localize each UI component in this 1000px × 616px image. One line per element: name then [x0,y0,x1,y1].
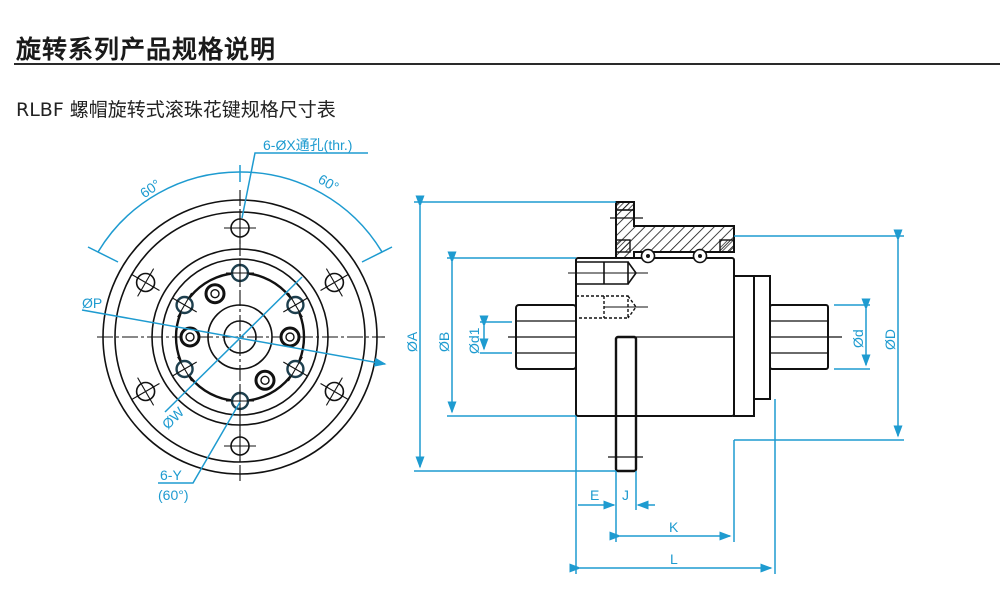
tapped-hole [279,326,301,348]
page-subtitle: RLBF 螺帽旋转式滚珠花键规格尺寸表 [16,99,336,121]
flange-lower [614,335,638,473]
tapped-holes [179,283,301,391]
dim-k-label: K [669,519,679,535]
front-view-dimensions [81,152,393,484]
tapped-hole [204,283,226,305]
angle-tick-right [361,246,393,263]
front-view [97,190,385,482]
tap-leader [158,401,241,484]
right-step [733,275,755,417]
dim-j-label: J [622,487,629,503]
dia-b-label: ØB [436,332,452,352]
flange-through-holes [131,212,349,462]
angle-arc-left [97,171,241,253]
dia-p-label: ØP [82,295,102,311]
dim-e-label: E [590,487,599,503]
mounting-holes [172,259,308,415]
dia-D-label: ØD [882,329,898,350]
side-view [508,201,842,473]
dim-l-label: L [670,551,678,567]
tap-angle-label: (60°) [158,487,189,503]
angle-tick-left [87,246,119,263]
tapped-hole [254,369,276,391]
hole-leader [241,152,368,219]
dia-w-line [164,276,303,413]
dia-p-line [81,309,387,367]
tapped-hole [179,326,201,348]
title-divider [14,63,1000,65]
page-title: 旋转系列产品规格说明 [16,35,277,64]
side-view-labels: ØA ØB Ød1 Ød ØD E J K L [404,327,898,567]
side-view-dimensions [414,195,904,574]
right-collar [753,275,771,400]
dia-a-label: ØA [404,331,420,352]
hole-callout-label: 6-ØX通孔(thr.) [263,137,352,153]
dia-w-label: ØW [159,403,188,432]
front-view-labels: 6-ØX通孔(thr.) 60° 60° ØP ØW 6-Y (60°) [82,137,352,503]
dia-d-label: Ød [850,329,866,348]
tap-callout-label: 6-Y [160,467,182,483]
angle-left-label: 60° [137,176,164,201]
angle-arc-right [239,171,383,253]
dia-d1-label: Ød1 [466,327,482,354]
